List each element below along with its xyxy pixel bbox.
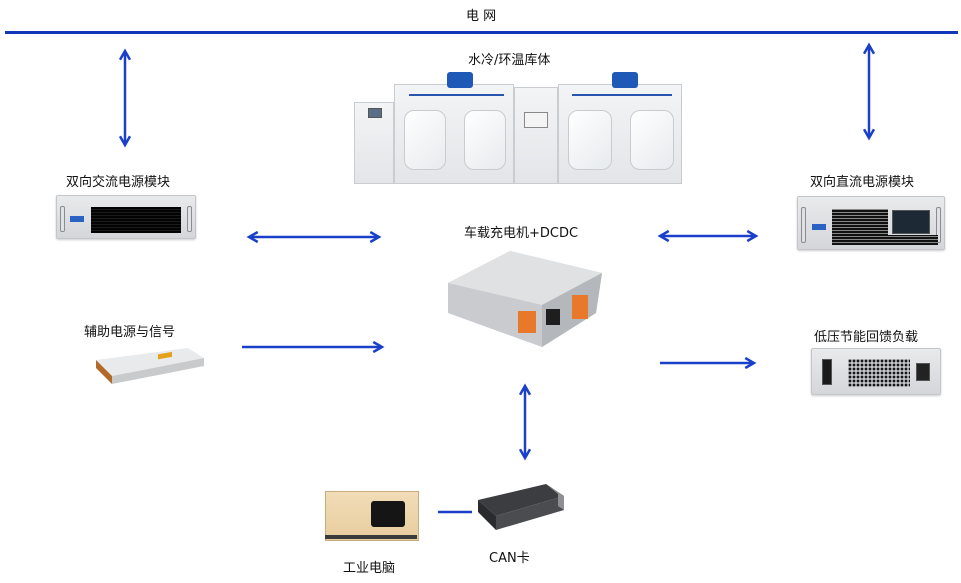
- load-label: 低压节能回馈负载: [814, 330, 919, 345]
- can-label: CAN卡: [489, 551, 530, 566]
- obc-label: 车载充电机+DCDC: [464, 226, 579, 241]
- climate-chamber-image: [354, 72, 682, 184]
- ipc-label: 工业电脑: [343, 561, 396, 576]
- ac-power-rack-image: [56, 195, 196, 239]
- chamber-label: 水冷/环温库体: [468, 53, 551, 68]
- can-card-image: [474, 482, 566, 532]
- ac-module-label: 双向交流电源模块: [66, 175, 171, 190]
- dc-power-rack-image: [797, 196, 945, 250]
- dc-module-label: 双向直流电源模块: [810, 175, 915, 190]
- aux-label: 辅助电源与信号: [84, 325, 176, 340]
- obc-dcdc-unit-image: [440, 243, 612, 351]
- industrial-pc-image: [325, 487, 419, 542]
- regenerative-load-image: [811, 348, 941, 395]
- aux-power-supply-image: [92, 346, 210, 386]
- grid-bus-line: [5, 31, 958, 34]
- grid-title: 电 网: [466, 9, 497, 24]
